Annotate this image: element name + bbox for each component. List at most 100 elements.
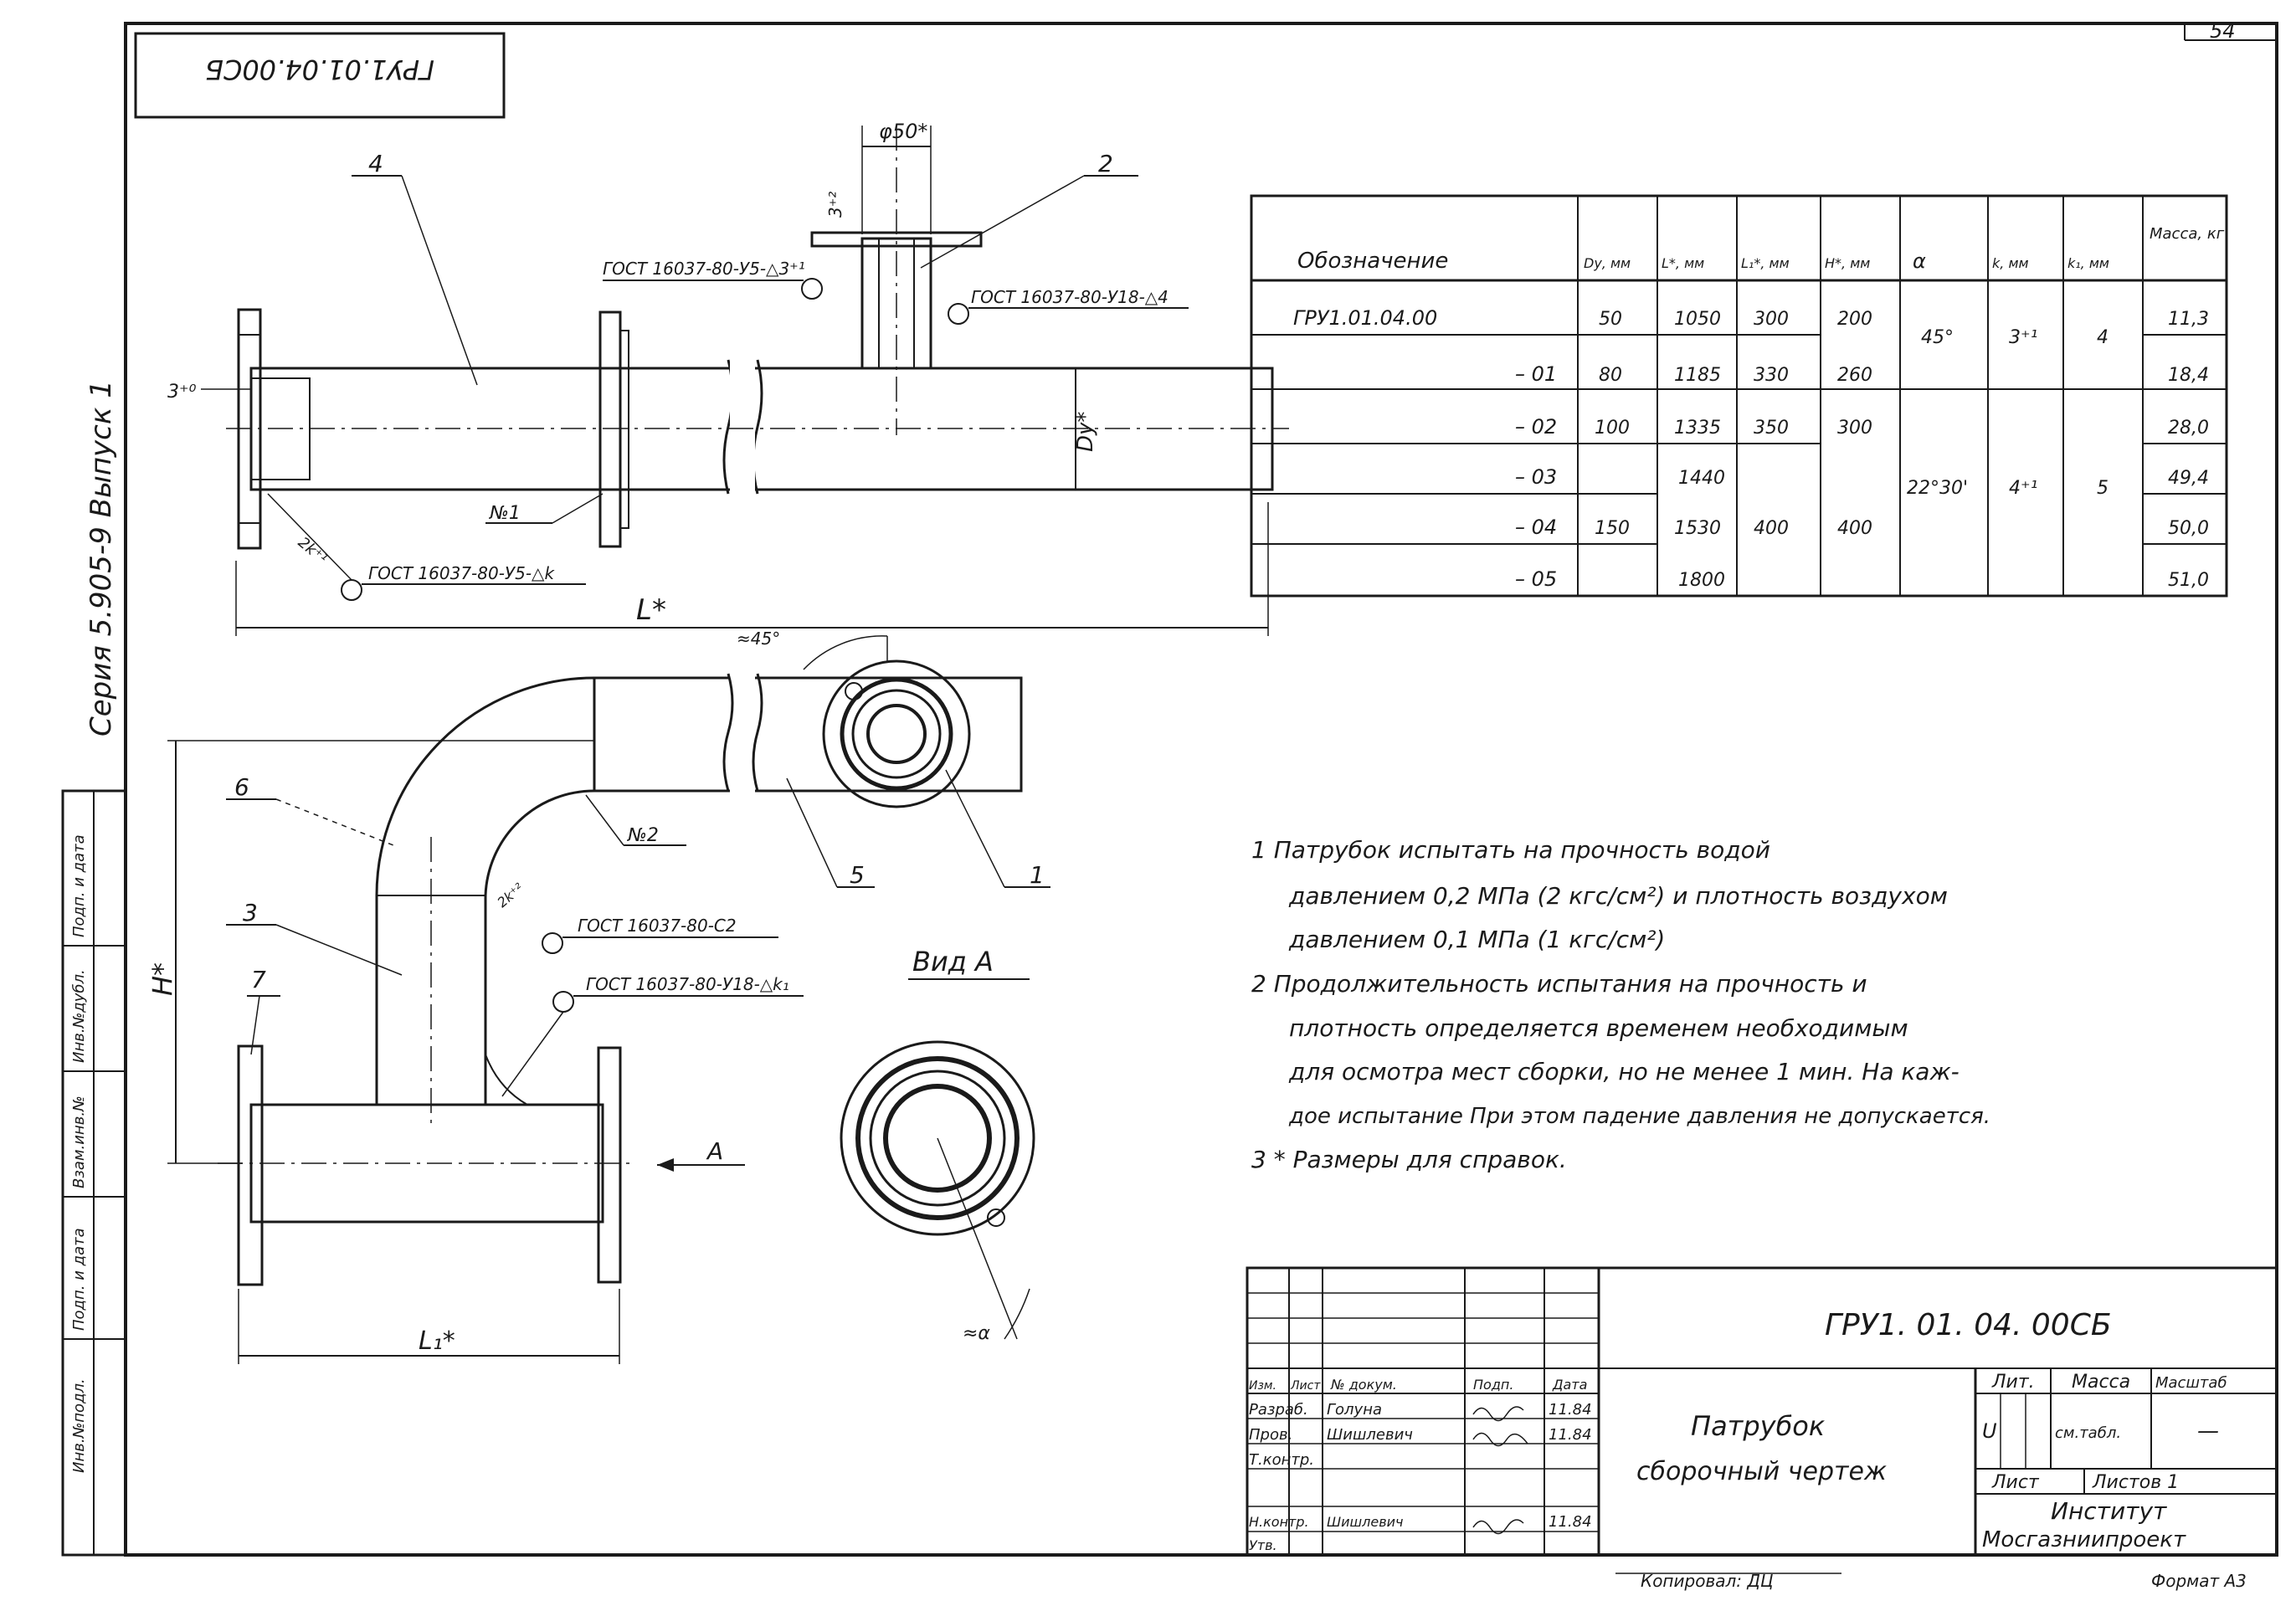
row2-h: 300 [1837,418,1872,439]
role-3-name: Шишлевич [1327,1514,1404,1530]
row5-designation: – 05 [1515,567,1557,591]
row1-dy: 80 [1599,365,1622,386]
dim-k-weld2: 2k⁺² [494,880,526,911]
note-line-5: для осмотра мест сборки, но не менее 1 м… [1288,1058,1960,1085]
row0-h: 200 [1837,309,1872,330]
doc-code: ГРУ1. 01. 04. 00СБ [1825,1308,2112,1342]
role-2: Т.контр. [1249,1451,1314,1469]
th-h: H*, мм [1825,255,1870,271]
col-doc: № докум. [1330,1377,1397,1393]
row2-l1: 350 [1754,418,1789,439]
item-2: 2 [1098,150,1113,177]
row4-l1: 400 [1754,518,1789,539]
dim-L1: L₁* [419,1326,455,1356]
weld-note-4: ГОСТ 16037-80-С2 [578,916,737,936]
copied-by: Копировал: ДЦ [1641,1571,1774,1591]
row2-dy: 100 [1595,418,1630,439]
frame: 54 ГРУ1.01.04.00СБ [124,19,2278,1557]
technical-notes: 1 Патрубок испытать на прочность водой д… [1251,836,1990,1173]
row0-mass: 11,3 [2168,309,2209,330]
row0-dy: 50 [1599,309,1622,330]
th-dy: Dу, мм [1584,255,1631,271]
series-label: Серия 5.905-9 Выпуск 1 [85,380,118,736]
role-3-date: 11.84 [1549,1513,1592,1531]
side-label-1: Подп. и дата [70,1228,88,1331]
alpha-a: 45° [1921,327,1954,348]
dim-n1: №1 [489,503,521,524]
front-view: φ50* 3⁺² Dу* L* 3⁺⁰ 4 2 ГОСТ 16037-80-У5… [167,120,1289,636]
weld-note-3: ГОСТ 16037-80-У5-△k [368,563,555,583]
dim-angle45: ≈45° [737,629,780,649]
note-line-6: дое испытание При этом падение давления … [1288,1104,1990,1129]
dim-alpha: ≈α [963,1323,990,1344]
role-1: Пров. [1249,1426,1292,1444]
col-list: Лист [1290,1379,1321,1393]
dim-three-top: 3⁺² [825,192,845,218]
sheet-number: 54 [2210,19,2236,43]
item-1: 1 [1030,861,1045,889]
sheets-label: Листов 1 [2092,1472,2179,1493]
th-k: k, мм [1992,255,2029,271]
th-mass: Масса, кг [2150,225,2225,243]
th-l: L*, мм [1662,255,1704,271]
side-label-0: Инв.№подл. [70,1378,88,1473]
row1-l: 1185 [1674,365,1721,386]
col-sign: Подп. [1473,1377,1513,1393]
dim-dy: Dу* [1073,412,1098,452]
dim-A: A [706,1137,723,1165]
dim-k-weld: 2k⁺¹ [295,534,331,568]
k1-a: 4 [2097,327,2109,348]
k-b: 4⁺¹ [2009,478,2037,499]
th-k1: k₁, мм [2067,255,2109,271]
k-a: 3⁺¹ [2009,327,2037,348]
mass-value: см.табл. [2055,1424,2121,1442]
note-line-7: 3 * Размеры для справок. [1251,1146,1567,1173]
row4-mass: 50,0 [2168,518,2209,539]
org-line1: Институт [2051,1497,2167,1525]
dim-phi50: φ50* [879,120,927,143]
item-5: 5 [850,861,865,889]
note-line-3: 2 Продолжительность испытания на прочнос… [1251,970,1867,998]
dim-L: L* [636,593,666,627]
view-a: Вид А ≈α [840,946,1035,1344]
lit-header: Лит. [1991,1372,2035,1393]
row5-l: 1800 [1678,570,1725,591]
role-4: Утв. [1249,1537,1277,1553]
note-line-4: плотность определяется временем необходи… [1289,1014,1908,1042]
row4-designation: – 04 [1515,516,1557,539]
item-7: 7 [251,966,266,993]
th-designation: Обозначение [1297,249,1448,274]
row2-designation: – 02 [1515,415,1557,439]
row2-mass: 28,0 [2168,418,2209,439]
dim-three-left: 3⁺⁰ [167,382,197,403]
row1-mass: 18,4 [2168,365,2209,386]
dim-n2: №2 [627,825,659,846]
sheet-label: Лист [1991,1472,2040,1493]
format-label: Формат А3 [2151,1571,2247,1591]
side-label-2: Взам.инв.№ [70,1095,88,1188]
item-4: 4 [368,150,383,177]
spec-table: Обозначение Dу, мм L*, мм L₁*, мм H*, мм… [1250,194,2228,598]
item-6: 6 [234,773,249,801]
th-alpha: α [1913,249,1926,273]
k1-b: 5 [2097,478,2109,499]
lit-value: U [1982,1419,1997,1443]
th-l1: L₁*, мм [1741,255,1790,271]
dim-H: H* [146,962,178,996]
role-1-date: 11.84 [1549,1426,1592,1444]
plan-view: ≈45° H* L₁* A 6 3 7 5 1 [146,629,1050,1364]
side-column: Инв.№подл. Подп. и дата Взам.инв.№ Инв.№… [61,380,127,1557]
org-line2: Мосгазниипроект [1982,1527,2186,1552]
mass-header: Масса [2072,1372,2130,1393]
row5-mass: 51,0 [2168,570,2209,591]
weld-note-1: ГОСТ 16037-80-У5-△3⁺¹ [603,259,805,279]
product-subtitle: сборочный чертеж [1636,1457,1887,1486]
row0-l: 1050 [1674,309,1721,330]
note-line-0: 1 Патрубок испытать на прочность водой [1251,836,1770,864]
top-stamp: ГРУ1.01.04.00СБ [205,54,434,85]
note-line-1: давлением 0,2 МПа (2 кгс/см²) и плотност… [1288,882,1948,910]
row3-mass: 49,4 [2168,468,2209,489]
row4-h: 400 [1837,518,1872,539]
row0-designation: ГРУ1.01.04.00 [1293,306,1437,330]
role-0-date: 11.84 [1549,1401,1592,1419]
